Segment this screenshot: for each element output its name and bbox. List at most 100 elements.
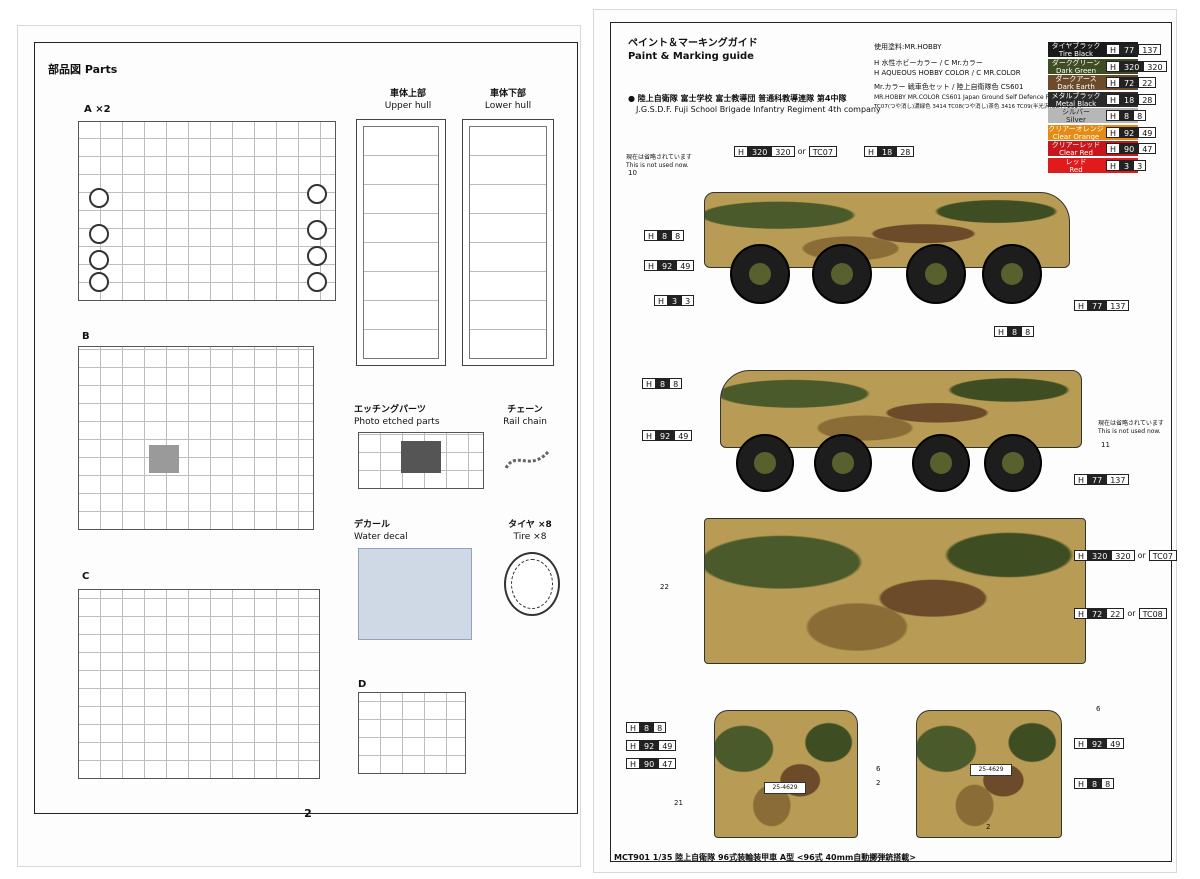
legend-h-tag: H [1106,159,1121,171]
callout-alt-code: TC07 [1148,550,1177,561]
callout-h-tag: H [734,146,749,157]
callout-h-code: 320 [1088,550,1112,561]
callout-h-tag: H [626,758,641,769]
callout-c-code: 137 [1106,474,1130,485]
paint-used: 使用塗料:MR.HOBBY [874,43,942,51]
callout-or: or [1137,551,1146,560]
legend-name-en: Dark Earth [1057,83,1095,91]
marker-21: 21 [674,799,683,807]
tire-1 [730,244,790,304]
legend-c-code: 47 [1138,143,1157,154]
legend-name-jp: ダークアース [1055,75,1097,83]
legend-c-code: 28 [1138,93,1157,105]
legend-name-jp: レッド [1065,157,1087,166]
callout-h-code: 8 [656,378,670,389]
photo-etched-jp: エッチングパーツ [354,405,426,415]
note-not-used-en-1: This is not used now. [626,162,689,169]
callout-c-code: 22 [1106,608,1125,619]
sprue-a-wheel-part [89,250,109,270]
legend-h-tag: H [1106,126,1121,138]
callout-alt-code: TC07 [808,146,837,157]
callout-c-code: 49 [1106,738,1125,749]
callout-alt-code: TC08 [1138,608,1167,619]
legend-h-code: 18 [1120,93,1139,105]
tire-8 [984,434,1042,492]
rail-chain-en: Rail chain [503,417,547,427]
marker-2a: 2 [876,779,881,787]
parts-page: 部品図 Parts A ×2 車体上部 Upper hull 車体下部 Lowe… [18,26,580,866]
water-decal-en: Water decal [354,532,408,542]
callout-h-code: 72 [1088,608,1107,619]
legend-name-jp: クリアーオレンジ [1048,124,1104,133]
legend-h-tag: H [1106,60,1121,72]
rail-chain-jp: チェーン [507,405,543,415]
marker-22: 22 [660,583,669,591]
side-view-right-hull [720,370,1082,448]
callout-h-tag: H [864,146,879,157]
lower-hull-en: Lower hull [484,101,532,111]
marker-6a: 6 [876,765,881,773]
tire-3 [906,244,966,304]
legend-h-code: 92 [1120,126,1139,138]
legend-c-code: 3 [1133,159,1147,171]
rear-plate: 25-4629 [764,782,806,794]
paint-brand-1: H 水性ホビーカラー / C Mr.カラー [874,59,983,67]
callout-h-code: 8 [1008,326,1022,337]
legend-name-en: Red [1069,165,1083,174]
callout-h-tag: H [1074,300,1089,311]
callout-c-code: 8 [669,378,683,389]
callout-h-tag: H [994,326,1009,337]
note-not-used-jp-1: 現在は省略されています [626,154,692,161]
callout-c-code: 28 [896,146,915,157]
callout-h-code: 8 [658,230,672,241]
page-number: 2 [304,807,312,820]
callout-h-code: 18 [878,146,897,157]
paint-guide-frame [610,22,1172,862]
sprue-a [78,121,336,301]
sprue-d [358,692,466,774]
callout-c-code: 8 [1101,778,1115,789]
sprue-a-label: A ×2 [84,104,111,115]
top-view [704,518,1086,664]
tire-2 [812,244,872,304]
legend-h-code: 90 [1120,143,1139,154]
legend-name-en: Tire Black [1058,50,1094,58]
callout-h-tag: H [1074,550,1089,561]
paint-guide-page: ペイント＆マーキングガイド Paint & Marking guide ● 陸上… [594,10,1177,872]
callout-h-tag: H [1074,778,1089,789]
sprue-a-wheel-part [307,272,327,292]
note-not-used-en-2: This is not used now. [1098,428,1161,435]
water-decal-jp: デカール [354,520,391,530]
photo-etched-fret [358,432,484,489]
callout-c-code: 8 [1021,326,1035,337]
sprue-a-wheel-part [89,272,109,292]
legend-name-en: Clear Red [1059,149,1093,157]
callout-h-code: 3 [668,295,682,306]
callout-c-code: 3 [681,295,695,306]
upper-hull-en: Upper hull [384,101,432,111]
callout-c-code: 8 [653,722,667,733]
callout-h-code: 77 [1088,474,1107,485]
legend-h-code: 72 [1120,77,1139,88]
sprue-b [78,346,314,530]
callout-or: or [1127,609,1136,618]
